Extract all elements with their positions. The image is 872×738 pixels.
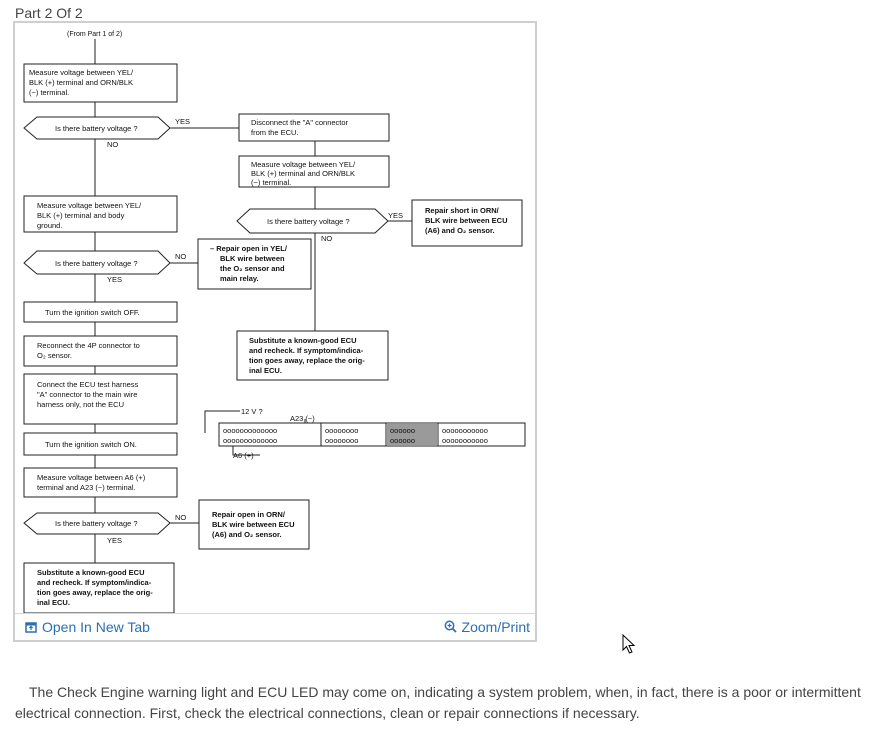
q2-yes: YES	[388, 211, 403, 220]
ignition-on-step: Turn the ignition switch ON.	[23, 432, 178, 456]
measure-voltage-step-2: Measure voltage between YEL/ BLK (+) ter…	[238, 155, 390, 188]
connector-a6-label: A6 (+)	[233, 451, 254, 460]
disconnect-line-1: Disconnect the "A" connector	[251, 118, 349, 127]
q1-label: Is there battery voltage ?	[55, 124, 138, 133]
connect-harness-step: Connect the ECU test harness "A" connect…	[23, 373, 178, 425]
ignition-off-step: Turn the ignition switch OFF.	[23, 301, 178, 323]
open-new-tab-icon	[25, 620, 37, 636]
body-paragraph: The Check Engine warning light and ECU L…	[15, 684, 861, 721]
substitute2-line-4: inal ECU.	[37, 598, 70, 607]
harness-line-3: harness only, not the ECU	[37, 400, 124, 409]
mouse-pointer-icon	[622, 633, 636, 659]
substitute1-line-1: Substitute a known-good ECU	[249, 336, 357, 345]
decision-4: Is there battery voltage ? NO YES	[23, 512, 186, 545]
repair-open2-line-2: BLK wire between ECU	[212, 520, 295, 529]
pins-bottom-2: oooooooo	[325, 436, 358, 445]
zoom-icon	[444, 620, 457, 636]
decision-1: Is there battery voltage ? YES NO	[23, 116, 190, 149]
reconnect-line-2: O₂ sensor.	[37, 351, 72, 360]
reconnect-step: Reconnect the 4P connector to O₂ sensor.	[23, 335, 178, 367]
measure-voltage-step-4: Measure voltage between A6 (+) terminal …	[23, 467, 178, 498]
q1-yes: YES	[175, 117, 190, 126]
ign-on-label: Turn the ignition switch ON.	[45, 440, 137, 449]
q2-label: Is there battery voltage ?	[267, 217, 350, 226]
q3-yes: YES	[107, 275, 122, 284]
part-title: Part 2 Of 2	[15, 5, 83, 21]
repair-open1-line-3: the O₂ sensor and	[220, 264, 285, 273]
repair-open1-line-2: BLK wire between	[220, 254, 285, 263]
q4-label: Is there battery voltage ?	[55, 519, 138, 528]
flowchart: Measure voltage between YEL/ BLK (+) ter…	[23, 31, 526, 614]
pins-bottom-1: ooooooooooooo	[223, 436, 277, 445]
substitute1-line-2: and recheck. If symptom/indica-	[249, 346, 364, 355]
substitute-ecu-step-2: Substitute a known-good ECU and recheck.…	[23, 562, 175, 614]
disconnect-line-2: from the ECU.	[251, 128, 299, 137]
pins-bottom-3: oooooo	[390, 436, 415, 445]
repair-open1-line-4: main relay.	[220, 274, 259, 283]
reconnect-line-1: Reconnect the 4P connector to	[37, 341, 140, 350]
measure2-line-2: BLK (+) terminal and ORN/BLK	[251, 169, 355, 178]
measure-voltage-step-1: Measure voltage between YEL/ BLK (+) ter…	[23, 63, 178, 103]
repair-short-line-2: BLK wire between ECU	[425, 216, 508, 225]
measure1-line-3: (−) terminal.	[29, 88, 69, 97]
q1-no: NO	[107, 140, 118, 149]
flow-lines	[94, 39, 412, 563]
ecu-connector-diagram: 12 V ? A23 (−) A6 (+) ooooooooooooo oooo…	[218, 407, 526, 460]
open-new-tab-label: Open In New Tab	[42, 619, 150, 635]
pins-top-2: oooooooo	[325, 426, 358, 435]
harness-line-2: "A" connector to the main wire	[37, 390, 137, 399]
disconnect-step: Disconnect the "A" connector from the EC…	[238, 113, 390, 142]
measure2-line-3: (−) terminal.	[251, 178, 291, 187]
pins-top-3: oooooo	[390, 426, 415, 435]
substitute2-line-2: and recheck. If symptom/indica-	[37, 578, 152, 587]
connector-a23-label: A23 (−)	[290, 414, 315, 423]
substitute1-line-4: inal ECU.	[249, 366, 282, 375]
measure-voltage-step-3: Measure voltage between YEL/ BLK (+) ter…	[23, 195, 178, 233]
substitute2-line-3: tion goes away, replace the orig-	[37, 588, 153, 597]
substitute1-line-3: tion goes away, replace the orig-	[249, 356, 365, 365]
q4-yes: YES	[107, 536, 122, 545]
ign-off-label: Turn the ignition switch OFF.	[45, 308, 140, 317]
measure4-line-2: terminal and A23 (−) terminal.	[37, 483, 136, 492]
repair-open-step-1: – Repair open in YEL/ BLK wire between t…	[197, 238, 312, 290]
q2-no: NO	[321, 234, 332, 243]
measure3-line-3: ground.	[37, 221, 62, 230]
measure1-line-2: BLK (+) terminal and ORN/BLK	[29, 78, 133, 87]
q3-no: NO	[175, 252, 186, 261]
zoom-print-link[interactable]: Zoom/Print	[444, 619, 530, 636]
open-new-tab-link[interactable]: Open In New Tab	[25, 619, 150, 636]
measure2-line-1: Measure voltage between YEL/	[251, 160, 356, 169]
measure3-line-1: Measure voltage between YEL/	[37, 201, 142, 210]
repair-short-line-1: Repair short in ORN/	[425, 206, 500, 215]
measure3-line-2: BLK (+) terminal and body	[37, 211, 125, 220]
repair-open2-line-3: (A6) and O₂ sensor.	[212, 530, 282, 539]
zoom-print-label: Zoom/Print	[461, 619, 530, 635]
pins-top-4: ooooooooooo	[442, 426, 488, 435]
harness-line-1: Connect the ECU test harness	[37, 380, 139, 389]
q4-no: NO	[175, 513, 186, 522]
substitute-ecu-step-1: Substitute a known-good ECU and recheck.…	[236, 330, 389, 381]
connector-shaded-block	[387, 424, 437, 445]
measure4-line-1: Measure voltage between A6 (+)	[37, 473, 146, 482]
pins-bottom-4: ooooooooooo	[442, 436, 488, 445]
q3-label: Is there battery voltage ?	[55, 259, 138, 268]
diagram-link-bar: Open In New Tab Zoom/Print	[15, 613, 535, 640]
from-part-note: (From Part 1 of 2)	[67, 31, 122, 38]
decision-2: Is there battery voltage ? YES NO	[236, 208, 403, 243]
repair-open2-line-1: Repair open in ORN/	[212, 510, 286, 519]
connector-voltage-label: 12 V ?	[241, 407, 263, 416]
pins-top-1: ooooooooooooo	[223, 426, 277, 435]
repair-open1-line-1: – Repair open in YEL/	[210, 244, 288, 253]
measure1-line-1: Measure voltage between YEL/	[29, 68, 134, 77]
repair-open-step-2: Repair open in ORN/ BLK wire between ECU…	[198, 499, 310, 550]
substitute2-line-1: Substitute a known-good ECU	[37, 568, 145, 577]
repair-short-step: Repair short in ORN/ BLK wire between EC…	[411, 199, 523, 247]
decision-3: Is there battery voltage ? NO YES	[23, 250, 186, 284]
diagram-frame: Measure voltage between YEL/ BLK (+) ter…	[13, 21, 537, 642]
repair-short-line-3: (A6) and O₂ sensor.	[425, 226, 495, 235]
